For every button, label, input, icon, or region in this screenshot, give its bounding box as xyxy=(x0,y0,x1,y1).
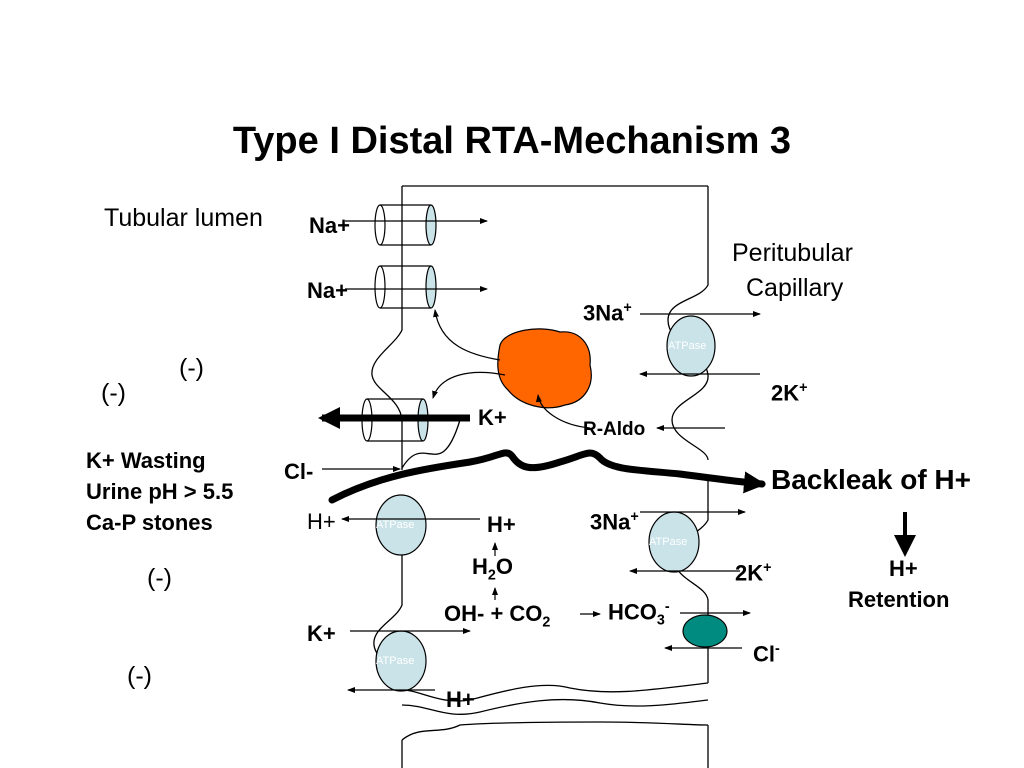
capillary-label: Capillary xyxy=(746,274,844,302)
aldo-to-na-channel-arrow xyxy=(433,309,501,361)
oh-co2-text: OH- + CO xyxy=(444,601,543,626)
cl-bottom-label: Cl- xyxy=(753,642,780,665)
co2-subscript: 2 xyxy=(542,614,551,631)
backleak-label: Backleak of H+ xyxy=(771,464,971,495)
plus-superscript: + xyxy=(799,380,808,396)
hco3-subscript: 3 xyxy=(656,612,665,629)
three-na-top-label: 3Na+ xyxy=(583,301,632,324)
h2o-label: H2O xyxy=(472,556,513,583)
na-k-atpase-top xyxy=(666,315,716,377)
slide-title: Type I Distal RTA-Mechanism 3 xyxy=(232,120,792,162)
hco3-text: HCO xyxy=(608,599,657,625)
na-channel-second xyxy=(374,265,437,309)
minus-label: (-) xyxy=(101,379,126,407)
aldo-to-k-channel-arrow xyxy=(432,371,506,399)
hco3-label: HCO3- xyxy=(608,600,670,628)
three-na-mid-label: 3Na+ xyxy=(590,510,639,533)
k-bottom-label: K+ xyxy=(307,621,336,646)
h-retention-label: Retention xyxy=(848,587,950,612)
k-channel-label: K+ xyxy=(478,405,507,430)
two-k-mid-label: 2K+ xyxy=(735,561,771,584)
k-wasting-label: K+ Wasting xyxy=(86,448,206,473)
ca-p-stones-label: Ca-P stones xyxy=(86,510,213,535)
atpase-label: ATPase xyxy=(649,536,688,548)
r-aldo-to-receptor-arrow xyxy=(535,394,591,429)
k-channel xyxy=(361,398,429,442)
backleak-arrow xyxy=(328,449,766,504)
two-k-top-label: 2K+ xyxy=(771,381,807,404)
minus-label: (-) xyxy=(147,564,172,592)
two-k-mid-text: 2K xyxy=(735,560,764,586)
na-channel-top xyxy=(374,204,437,246)
h-plus-cell-label: H+ xyxy=(487,512,516,537)
minus-label: (-) xyxy=(127,662,152,690)
atpase-label: ATPase xyxy=(376,519,415,531)
oh-co2-label: OH- + CO2 xyxy=(444,603,550,630)
na-top-label: Na+ xyxy=(309,213,350,238)
two-k-top-text: 2K xyxy=(771,380,800,406)
hco3-superscript: - xyxy=(664,599,670,615)
aldo-receptor-blob xyxy=(497,328,592,409)
three-na-mid-text: 3Na xyxy=(590,509,631,535)
plus-superscript: + xyxy=(623,300,632,316)
three-na-top-text: 3Na xyxy=(583,300,624,326)
cl-superscript: - xyxy=(775,641,780,657)
atpase-label: ATPase xyxy=(668,340,707,352)
hco3-cl-exchanger xyxy=(682,614,728,648)
cl-minus-label: Cl- xyxy=(284,459,314,484)
minus-label: (-) xyxy=(179,354,204,382)
atpase-label: ATPase xyxy=(376,655,415,667)
urine-ph-label: Urine pH > 5.5 xyxy=(86,479,234,504)
h2o-o-text: O xyxy=(495,554,513,579)
h-atpase-left xyxy=(375,494,427,556)
upper-cell-outline xyxy=(371,185,709,470)
na-second-label: Na+ xyxy=(307,278,348,303)
h-retention-h-label: H+ xyxy=(889,556,918,581)
tubular-lumen-label: Tubular lumen xyxy=(104,204,263,232)
h2o-subscript: 2 xyxy=(487,567,496,584)
h2o-h-text: H xyxy=(472,554,488,579)
h-plus-lumen-label: H+ xyxy=(307,509,336,534)
peritubular-label: Peritubular xyxy=(732,239,853,267)
r-aldo-label: R-Aldo xyxy=(583,419,646,440)
plus-superscript: + xyxy=(763,560,772,576)
cl-bottom-text: Cl xyxy=(753,641,775,667)
plus-superscript: + xyxy=(630,509,639,525)
h-bottom-label: H+ xyxy=(446,687,475,712)
lower-cell-outline xyxy=(373,480,709,768)
